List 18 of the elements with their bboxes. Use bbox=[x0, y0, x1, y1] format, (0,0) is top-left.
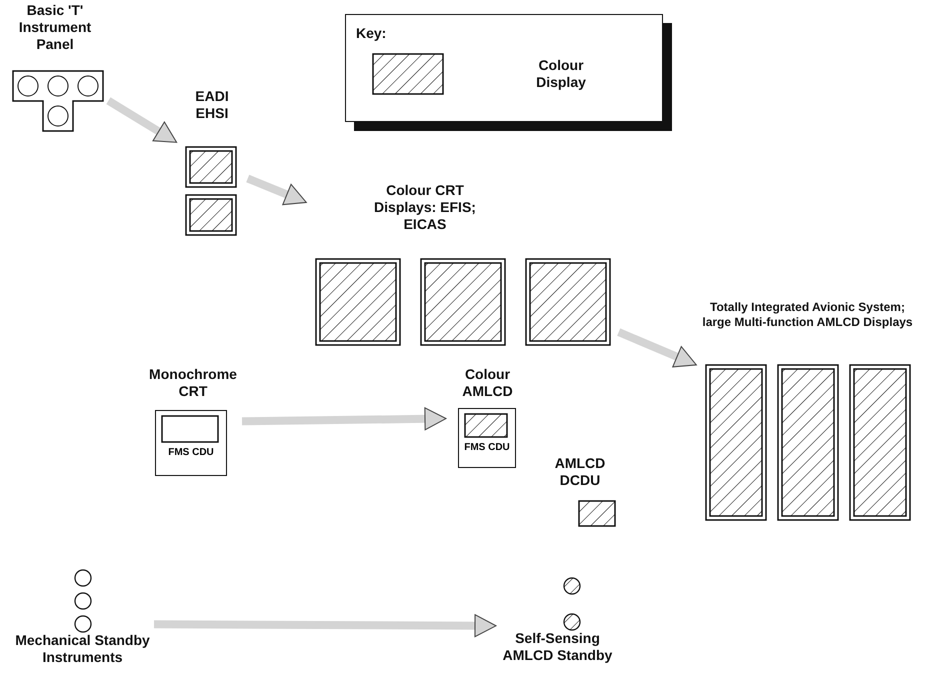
arrow bbox=[617, 328, 697, 368]
arrow bbox=[242, 407, 446, 430]
legend-title: Key: bbox=[356, 25, 386, 42]
device-label: FMS CDU bbox=[463, 442, 511, 454]
arrow bbox=[246, 174, 307, 206]
node-label: Totally Integrated Avionic System; large Multi-function AMLCD Displays bbox=[701, 300, 914, 330]
arrow bbox=[106, 97, 178, 143]
device-label: FMS CDU bbox=[167, 447, 215, 459]
node-label: Basic 'T' Instrument Panel bbox=[18, 2, 92, 53]
legend-label: Colour Display bbox=[535, 57, 587, 91]
node-label: Colour AMLCD bbox=[461, 366, 514, 400]
node-label: Colour CRT Displays: EFIS; EICAS bbox=[373, 182, 477, 233]
node-label: Self-Sensing AMLCD Standby bbox=[502, 630, 614, 664]
arrow bbox=[154, 614, 496, 638]
node-label: EADI EHSI bbox=[194, 88, 230, 122]
node-label: Monochrome CRT bbox=[148, 366, 238, 400]
node-label: AMLCD DCDU bbox=[554, 455, 606, 489]
node-label: Mechanical Standby Instruments bbox=[15, 632, 150, 666]
